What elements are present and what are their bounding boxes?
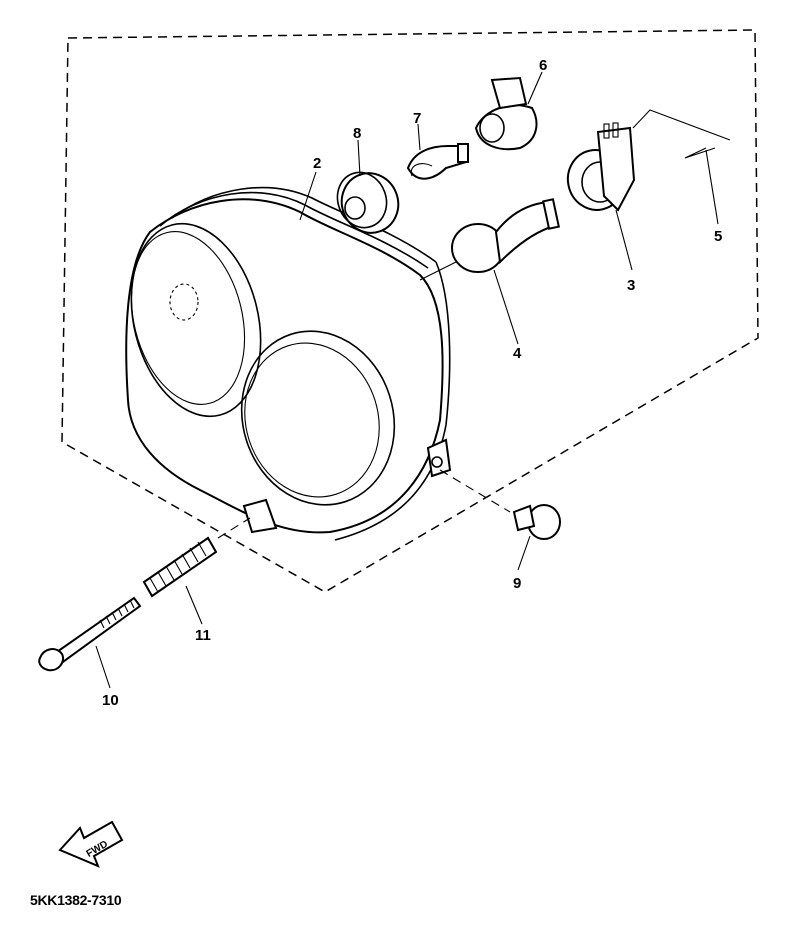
headlight-bulb xyxy=(451,198,560,273)
drawing-code: 5KK1382-7310 xyxy=(30,892,122,908)
part-number-9: 9 xyxy=(513,575,521,592)
part-number-5: 5 xyxy=(714,228,722,245)
part-number-3: 3 xyxy=(627,277,635,294)
adjusting-spring xyxy=(142,536,218,598)
part-number-8: 8 xyxy=(353,125,361,142)
part-number-4: 4 xyxy=(513,345,522,362)
push-rivet xyxy=(512,504,561,540)
leader-lines xyxy=(95,71,719,689)
headlight-socket xyxy=(474,76,538,151)
front-direction-arrow-icon: FWD xyxy=(58,820,124,868)
part-number-2: 2 xyxy=(313,155,321,172)
part-number-6: 6 xyxy=(539,57,547,74)
position-bulb xyxy=(406,143,469,180)
part-number-11: 11 xyxy=(195,627,211,644)
bulb-holder xyxy=(566,122,636,212)
reference-arrow-5 xyxy=(632,109,731,159)
adjusting-bolt xyxy=(38,596,142,672)
bulb-grommet xyxy=(336,171,400,234)
part-number-10: 10 xyxy=(102,692,119,709)
assembly-boundary xyxy=(61,29,759,593)
part-number-7: 7 xyxy=(413,110,421,127)
headlight-housing xyxy=(125,186,452,541)
